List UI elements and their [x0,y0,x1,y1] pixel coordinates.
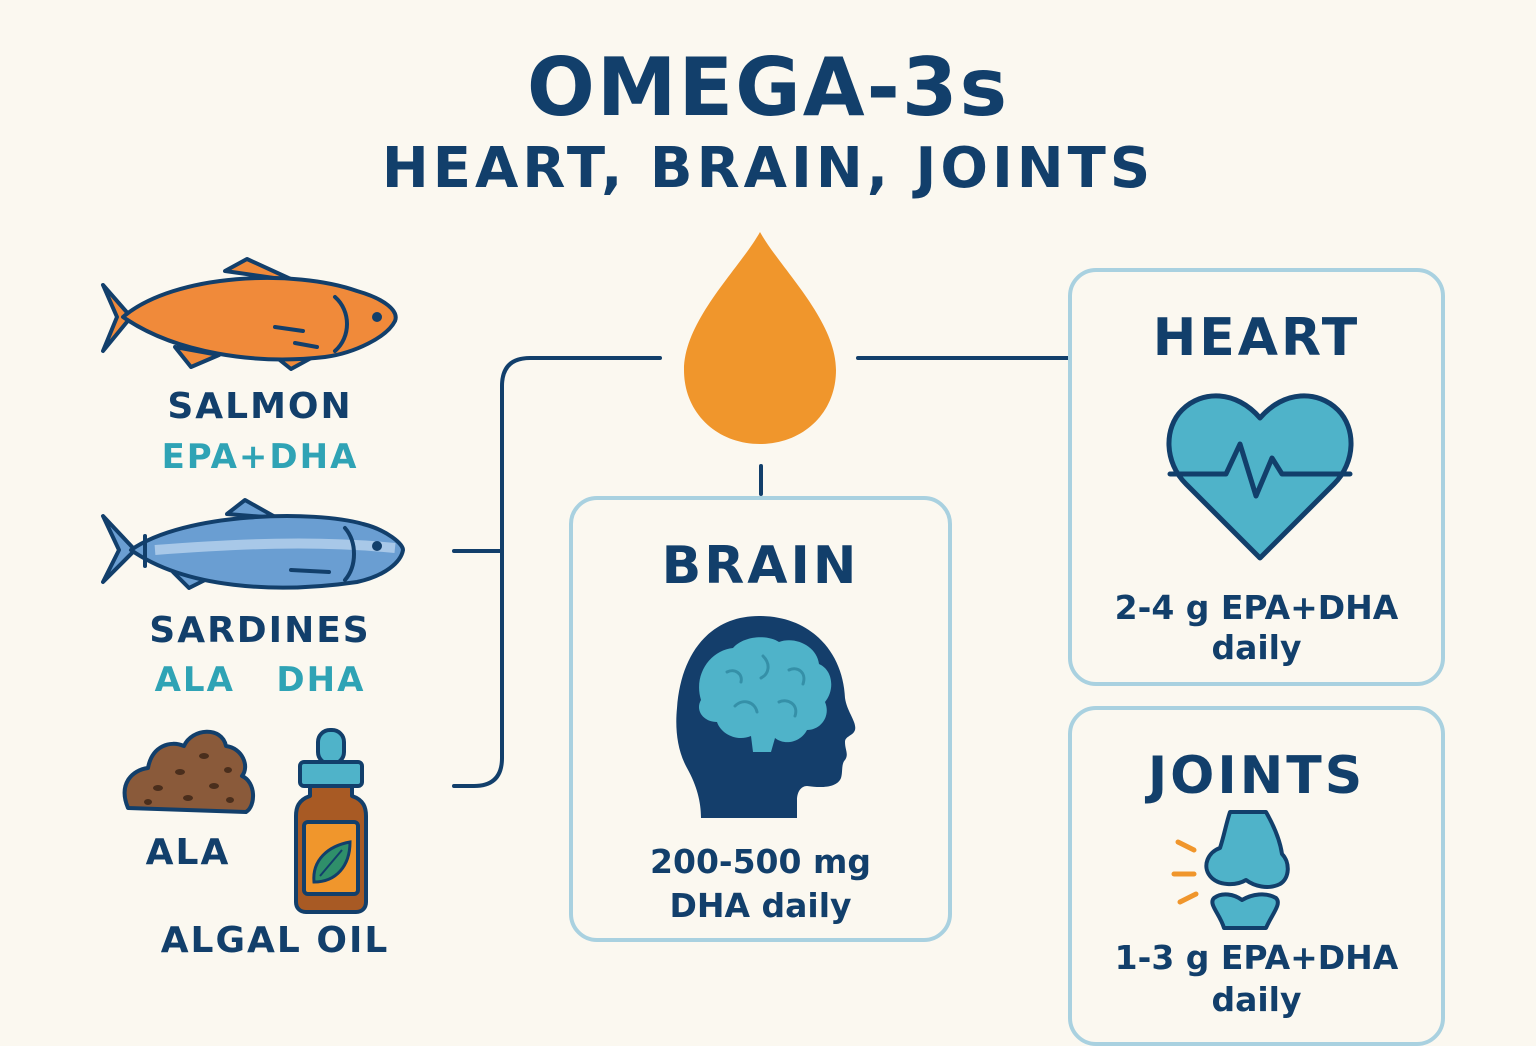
algal-oil-label: ALGAL OIL [160,920,390,961]
knee-joint-icon [1171,810,1290,930]
sardines-label: SARDINES [149,610,371,651]
page-title: OMEGA-3s [526,41,1010,134]
salmon-omega-type: EPA+DHA [161,437,359,477]
page-subtitle: HEART, BRAIN, JOINTS [381,136,1155,201]
joints-card: JOINTS 1-3 g EPA+DHA daily [1068,706,1445,1046]
joints-dose-line2: daily [1211,980,1302,1019]
head-brain-icon [676,616,856,818]
brain-card-title: BRAIN [661,536,860,596]
joints-card-title: JOINTS [1147,746,1366,806]
heart-card-title: HEART [1152,308,1361,368]
heart-dose-line2: daily [1211,628,1302,667]
salmon-label: SALMON [167,386,353,427]
brain-dose-line1: 200-500 mg [650,842,871,881]
seeds-pile-icon [122,729,255,814]
joints-dose-line1: 1-3 g EPA+DHA [1114,938,1399,977]
heart-card: HEART 2-4 g EPA+DHA daily [1068,268,1445,686]
connector-sources-to-drop [452,356,662,788]
heartbeat-icon [1166,393,1354,561]
brain-dose-line2: DHA daily [669,886,852,925]
brain-card: BRAIN 200-500 mg DHA daily [569,496,952,942]
dropper-bottle-icon [294,728,368,914]
heart-dose-line1: 2-4 g EPA+DHA [1114,588,1399,627]
oil-drop-icon [684,232,836,444]
sardine-icon [101,498,405,590]
ala-label: ALA [145,832,231,873]
sardines-omega-type: ALA DHA [154,660,366,700]
connector-lines [452,356,1070,788]
salmon-icon [101,257,398,371]
